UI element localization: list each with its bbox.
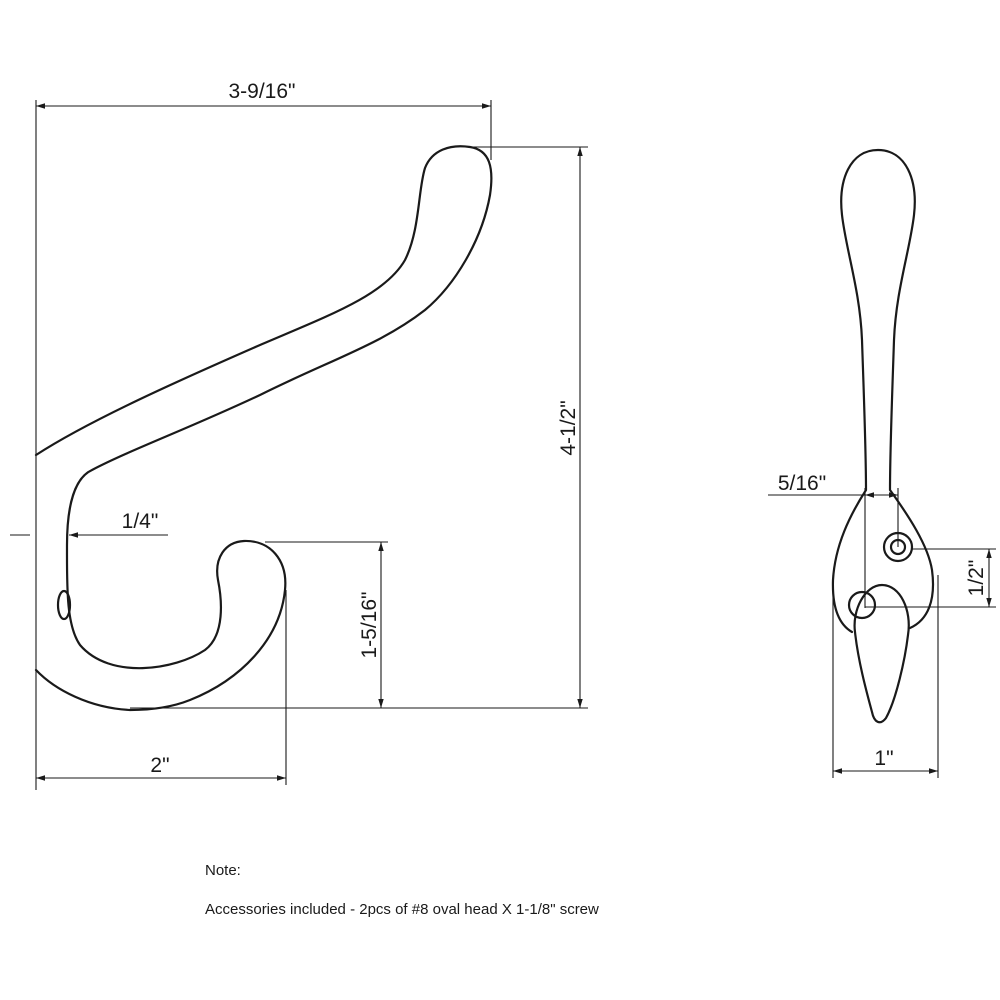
hole-offset-label: 5/16" — [778, 472, 826, 495]
lower-screw-hole — [847, 590, 877, 620]
lower-hook-reach-label: 2" — [150, 754, 169, 777]
side-view: 3-9/16" 4-1/2" 1/4" 1-5/16" 2" — [10, 80, 588, 790]
hook-side-outline — [34, 145, 493, 712]
screw-hole-side — [56, 589, 72, 621]
hole-spacing-label: 1/2" — [965, 560, 988, 597]
thickness-label: 1/4" — [122, 510, 159, 533]
overall-width-label: 3-9/16" — [229, 80, 296, 103]
plate-width-label: 1" — [874, 747, 893, 770]
overall-height-label: 4-1/2" — [557, 400, 580, 455]
lower-hook-front — [853, 583, 910, 724]
front-view: 5/16" 1/2" 1" — [768, 148, 996, 778]
note-text: Accessories included - 2pcs of #8 oval h… — [205, 901, 599, 918]
lower-hook-height-label: 1-5/16" — [358, 592, 381, 659]
note-heading: Note: — [205, 862, 241, 879]
hook-front-outline — [831, 148, 935, 634]
